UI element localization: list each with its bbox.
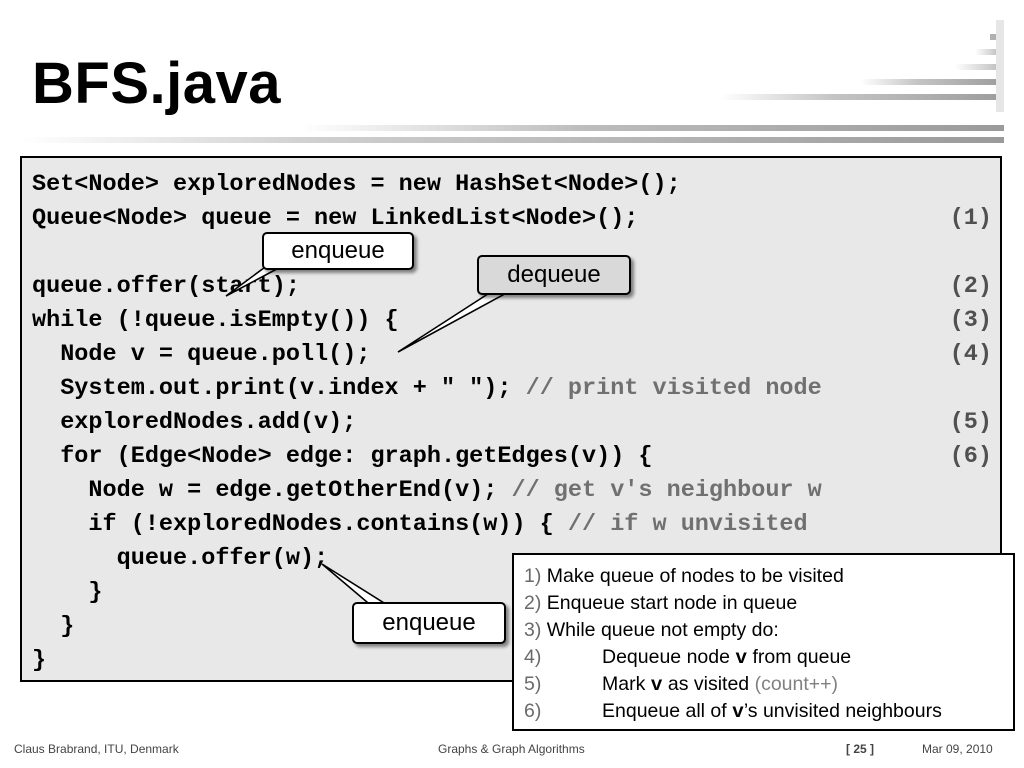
code-text: System.out.print(v.index + " ");: [32, 375, 526, 402]
step-text: Dequeue node v from queue: [602, 644, 851, 672]
step-reference: (3): [949, 307, 992, 334]
code-block: Set<Node> exploredNodes = new HashSet<No…: [32, 168, 992, 678]
stripe: [955, 64, 1004, 70]
code-text: Queue<Node> queue = new LinkedList<Node>…: [32, 205, 639, 232]
step-variable: v: [732, 701, 744, 723]
code-text: Set<Node> exploredNodes = new HashSet<No…: [32, 171, 681, 198]
step-reference: (2): [949, 273, 992, 300]
step-reference: (4): [949, 341, 992, 368]
step-number: 2): [524, 592, 542, 614]
code-text: exploredNodes.add(v);: [32, 409, 357, 436]
code-text: while (!queue.isEmpty()) {: [32, 307, 399, 334]
callout-enqueue-bottom: enqueue: [352, 602, 506, 644]
step-item: 2) Enqueue start node in queue: [524, 590, 1013, 617]
step-item: 4) Dequeue node v from queue: [524, 644, 1013, 671]
code-line: while (!queue.isEmpty()) { (3): [32, 304, 992, 338]
code-comment: // get v's neighbour w: [511, 477, 822, 504]
stripe: [22, 137, 1004, 143]
stripe-accent: [996, 20, 1004, 112]
footer-author: Claus Brabrand, ITU, Denmark: [14, 742, 179, 756]
code-text: queue.offer(w);: [32, 545, 329, 572]
step-number: 3): [524, 619, 542, 641]
step-text: Enqueue start node in queue: [541, 592, 797, 614]
code-text: for (Edge<Node> edge: graph.getEdges(v))…: [32, 443, 653, 470]
callout-dequeue: dequeue: [477, 255, 631, 295]
footer-date: Mar 09, 2010: [922, 742, 993, 756]
code-text: queue.offer(start);: [32, 273, 300, 300]
stripe: [300, 125, 1004, 131]
code-text: }: [32, 613, 75, 640]
step-number: 1): [524, 565, 542, 587]
step-number: 6): [524, 700, 542, 722]
step-reference: (5): [949, 409, 992, 436]
step-variable: v: [735, 647, 748, 669]
step-text-part: While queue not empty do:: [541, 619, 779, 641]
step-item: 1) Make queue of nodes to be visited: [524, 563, 1013, 590]
code-text: Node v = queue.poll();: [32, 341, 371, 368]
step-number: 5): [524, 673, 542, 695]
code-text: if (!exploredNodes.contains(w)) {: [32, 511, 568, 538]
step-text-part: ’s unvisited neighbours: [743, 700, 942, 722]
code-line: }: [32, 576, 992, 610]
code-line: System.out.print(v.index + " "); // prin…: [32, 372, 992, 406]
step-reference: (1): [949, 205, 992, 232]
code-line: for (Edge<Node> edge: graph.getEdges(v))…: [32, 440, 992, 474]
code-text: Node w = edge.getOtherEnd(v);: [32, 477, 512, 504]
step-reference: (6): [949, 443, 992, 470]
step-text-part: Dequeue node: [602, 646, 736, 668]
stripe: [975, 49, 1004, 55]
code-box: Set<Node> exploredNodes = new HashSet<No…: [20, 156, 1002, 682]
code-line: exploredNodes.add(v); (5): [32, 406, 992, 440]
page-title: BFS.java: [32, 51, 281, 116]
code-line: queue.offer(w);: [32, 542, 992, 576]
step-text-part: Mark: [602, 673, 651, 695]
step-item: 5) Mark v as visited (count++): [524, 671, 1013, 698]
step-text-part: Enqueue all of: [602, 700, 733, 722]
step-text-part: as visited: [662, 673, 755, 695]
step-text-part: Enqueue start node in queue: [541, 592, 798, 614]
stripe: [860, 79, 1004, 85]
callout-enqueue-top: enqueue: [262, 232, 414, 270]
step-item: 6) Enqueue all of v’s unvisited neighbour…: [524, 698, 1013, 725]
step-text: Make queue of nodes to be visited: [541, 565, 844, 587]
code-line: Queue<Node> queue = new LinkedList<Node>…: [32, 202, 992, 236]
step-text-part: Make queue of nodes to be visited: [541, 565, 844, 587]
code-line: Node v = queue.poll(); (4): [32, 338, 992, 372]
code-comment: // print visited node: [525, 375, 822, 402]
code-comment: // if w unvisited: [567, 511, 808, 538]
step-text: Enqueue all of v’s unvisited neighbours: [602, 698, 942, 726]
code-line: Set<Node> exploredNodes = new HashSet<No…: [32, 168, 992, 202]
stripe: [720, 94, 1004, 100]
step-text-part: from queue: [747, 646, 852, 668]
step-text: Mark v as visited (count++): [602, 671, 838, 699]
footer-page-number: [ 25 ]: [846, 742, 875, 756]
step-item: 3) While queue not empty do:: [524, 617, 1013, 644]
footer-course: Graphs & Graph Algorithms: [438, 742, 585, 756]
step-text: While queue not empty do:: [541, 619, 779, 641]
step-number: 4): [524, 646, 542, 668]
code-text: }: [32, 647, 47, 674]
code-line: if (!exploredNodes.contains(w)) { // if …: [32, 508, 992, 542]
step-text-part: (count++): [754, 673, 839, 695]
code-line: }: [32, 644, 992, 678]
code-line: Node w = edge.getOtherEnd(v); // get v's…: [32, 474, 992, 508]
code-line: }: [32, 610, 992, 644]
code-text: }: [32, 579, 103, 606]
step-variable: v: [650, 674, 663, 696]
